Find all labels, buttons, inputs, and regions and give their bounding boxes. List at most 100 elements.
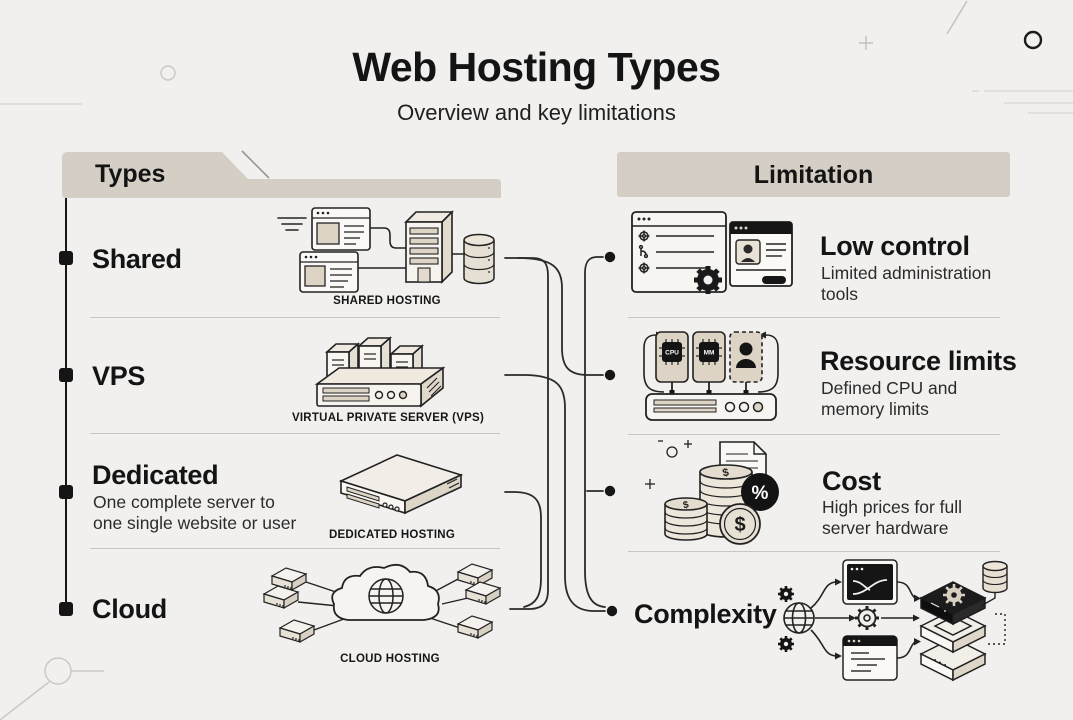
server-bar-icon [645,393,777,421]
limitation-desc-resource-limits: Defined CPU and memory limits [821,378,957,419]
branch-bullet-icon [638,244,649,259]
desc-line: memory limits [821,398,929,419]
gear-icon [694,266,722,294]
caption-shared-hosting: SHARED HOSTING [333,295,441,307]
cost-illustration: $ $ % $ [645,440,779,545]
connector-dot [604,369,616,381]
right-separator-2 [628,434,1000,435]
type-label-vps: VPS [92,361,146,391]
desc-line: tools [821,283,858,304]
limitation-header-label: Limitation [753,161,874,189]
limitation-desc-low-control: Limited administration tools [821,263,991,304]
cloud-server-box-icon [279,619,315,643]
dedicated-hosting-illustration [338,454,464,515]
code-window-icon [842,635,898,681]
types-header-tab [62,152,501,198]
right-separator-1 [628,317,1000,318]
type-desc-dedicated-line2: one single website or user [93,512,297,533]
stack-dollar-label: $ [722,467,730,480]
low-control-illustration [631,211,793,294]
type-label-cloud: Cloud [92,594,167,624]
limitation-title-resource-limits: Resource limits [820,346,1017,376]
dotted-connector [987,613,1006,645]
connector-dot [604,251,616,263]
timeline-bullet-vps [59,368,73,382]
browser-window-icon [299,251,359,293]
complexity-illustration [778,559,1008,682]
desc-line: Defined CPU and [821,378,958,398]
resource-limits-illustration: CPU MM [643,331,779,421]
limitation-title-low-control: Low control [820,231,970,261]
database-cylinder-icon [982,560,1008,594]
decor-bottom-left-icon [0,657,104,720]
arrowhead-icon [914,638,921,646]
cpu-chip-label: CPU [665,350,679,357]
globe-icon [368,578,404,614]
gear-bullet-icon [638,262,650,274]
stack-middle-slab-icon [919,609,987,654]
arrowhead-icon [914,594,921,602]
page-subtitle: Overview and key limitations [397,100,676,125]
caption-cloud-hosting: CLOUD HOSTING [340,653,440,665]
database-cylinder-icon [463,233,495,285]
left-separator-2 [90,433,500,434]
cloud-server-box-icon [457,563,493,587]
desc-line: Limited administration [821,263,992,283]
type-label-dedicated: Dedicated [92,460,219,490]
gear-small-icon [778,636,794,652]
dollar-coin-icon: $ [719,503,761,545]
type-label-shared: Shared [92,244,182,274]
type-desc-dedicated: One complete server to one single websit… [93,492,296,533]
globe-icon [783,602,815,634]
user-card-icon [729,331,763,383]
terminal-window-icon [842,559,898,605]
cloud-icon [331,563,440,621]
coin-stack-small-icon: $ [664,497,708,541]
arrowhead-icon [759,331,766,339]
limitation-title-cost: Cost [822,466,881,496]
limitation-header-bar [617,152,1010,197]
arrowhead-icon [913,614,920,622]
stack-dollar-label: $ [682,499,690,511]
desc-line: High prices for full [822,497,963,517]
arrowhead-icon [849,614,856,622]
memory-card-icon: MM [692,331,726,383]
left-separator-3 [90,548,500,549]
coin-dollar-label: $ [734,514,745,536]
arrowhead-icon [835,652,842,660]
vps-chassis-icon [314,366,446,408]
memory-chip-label: MM [704,350,715,357]
connector-dot [606,605,618,617]
cloud-server-box-icon [465,581,501,605]
gear-bullet-icon [638,230,650,242]
desc-line: server hardware [822,517,949,538]
connector-dot [604,485,616,497]
decor-circle-dark-icon [1023,30,1043,50]
user-profile-window-icon [729,221,793,287]
caption-dedicated-hosting: DEDICATED HOSTING [328,529,456,541]
cloud-server-box-icon [457,615,493,639]
sparkle-icons [645,440,692,489]
limitation-desc-cost: High prices for full server hardware [822,497,962,538]
server-tower-icon [404,210,454,284]
decor-circle-small-icon [160,65,176,81]
gear-small-icon [778,586,794,602]
gear-beige-icon [943,584,965,606]
percent-badge-icon: % [741,473,779,511]
caption-vps: VIRTUAL PRIVATE SERVER (VPS) [291,412,485,424]
timeline-bullet-shared [59,251,73,265]
percent-label: % [752,483,769,504]
gear-outline-icon [855,606,879,630]
arrowhead-icon [835,578,842,586]
vps-illustration [314,336,446,408]
browser-window-icon [311,207,371,251]
types-timeline [65,198,67,610]
types-tab-accent-line [241,150,270,179]
decor-plus-icon [859,36,873,50]
cpu-card-icon: CPU [655,331,689,383]
type-desc-dedicated-line1: One complete server to [93,492,275,512]
types-header-label: Types [95,160,166,188]
cloud-hosting-illustration [263,563,501,643]
